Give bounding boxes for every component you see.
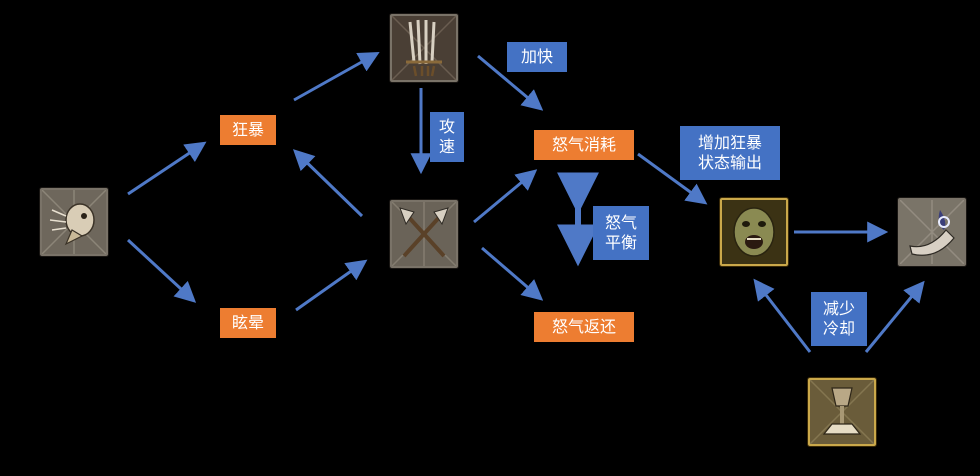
arrow-chalice-to-horn — [864, 280, 925, 353]
arrow-rage-consume-to-face — [637, 152, 708, 205]
chalice-icon[interactable] — [808, 378, 876, 446]
arrow-stun-to-mid — [295, 259, 368, 312]
speed-up-label: 加快 — [507, 42, 567, 72]
war-horn-icon[interactable] — [898, 198, 966, 266]
rage-roar-icon[interactable] — [40, 188, 108, 256]
rage-return-label: 怒气返还 — [534, 312, 634, 342]
arrow-mid-to-rage-return — [481, 246, 544, 301]
rage-balance-label: 怒气 平衡 — [593, 206, 649, 260]
berserk-label: 狂暴 — [220, 115, 276, 145]
screaming-face-icon[interactable] — [720, 198, 788, 266]
arrow-root-to-berserk — [127, 141, 207, 196]
arrow-root-to-stun — [126, 238, 197, 303]
stun-label: 眩晕 — [220, 308, 276, 338]
rage-consume-label: 怒气消耗 — [534, 130, 634, 160]
arrow-blades-to-rage-consume — [477, 54, 544, 111]
blades-icon[interactable] — [390, 14, 458, 82]
reduce-cooldown-label: 减少 冷却 — [811, 292, 867, 346]
arrow-chalice-to-face — [753, 278, 812, 353]
boost-berserk-label: 增加狂暴 状态输出 — [680, 126, 780, 180]
crossed-axes-icon[interactable] — [390, 200, 458, 268]
arrow-mid-to-berserk — [292, 149, 364, 218]
attack-speed-label: 攻 速 — [430, 112, 464, 162]
arrow-mid-to-rage-consume — [473, 169, 538, 224]
arrow-berserk-to-blades — [293, 51, 380, 102]
